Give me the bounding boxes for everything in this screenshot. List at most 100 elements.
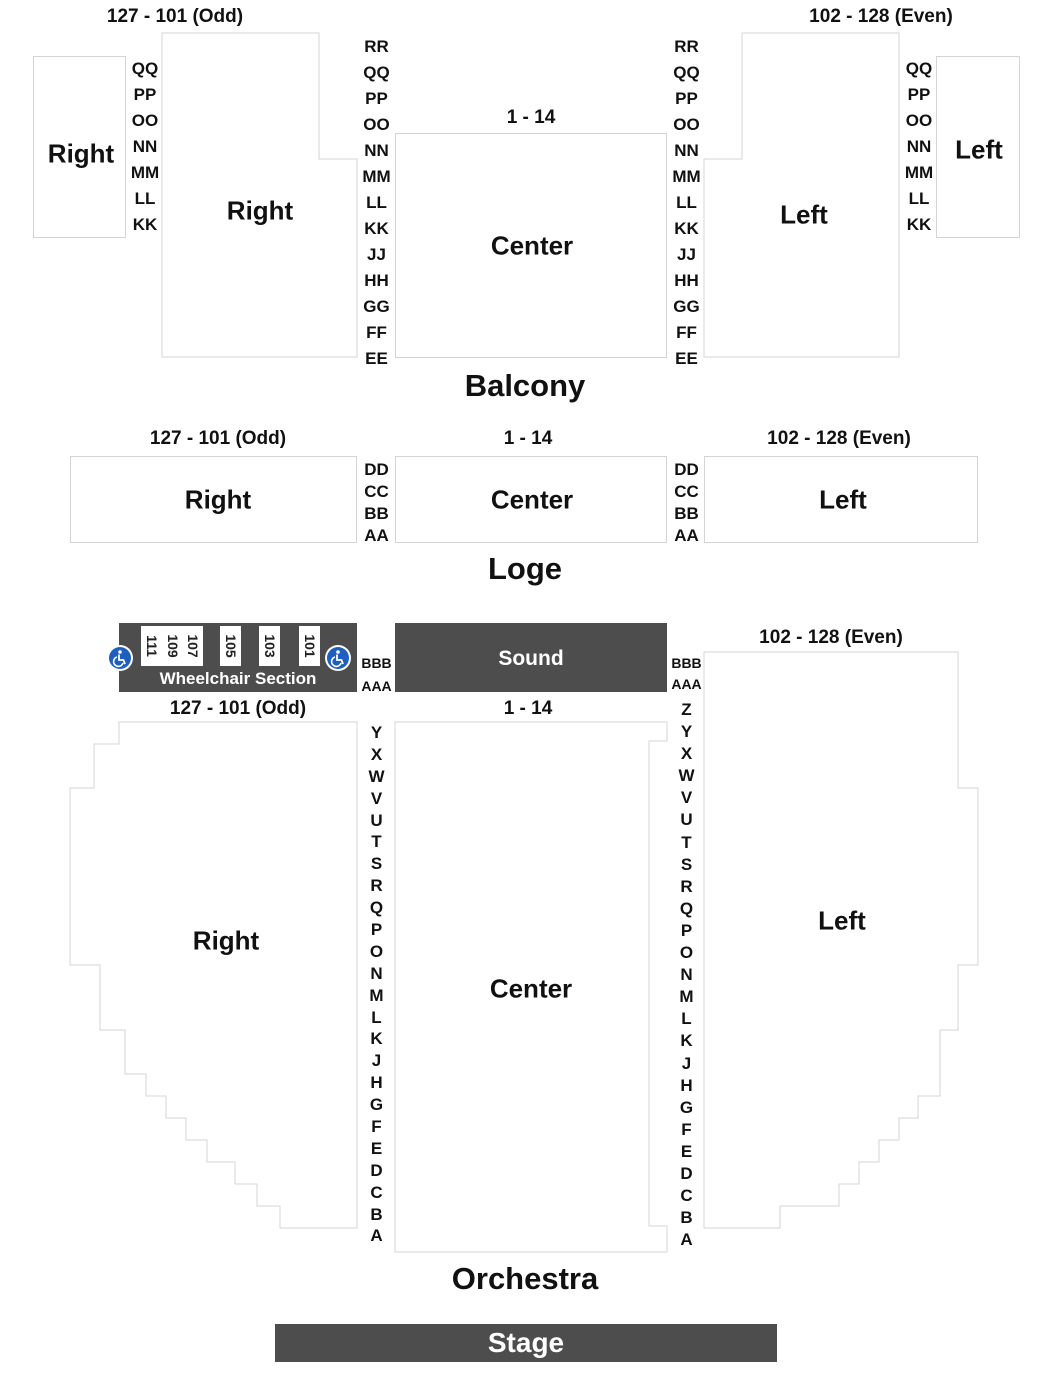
orchestra-right-section-shape[interactable] xyxy=(69,721,358,1229)
row-label: G xyxy=(369,1095,384,1115)
row-label: KK xyxy=(906,215,932,234)
balcony-title: Balcony xyxy=(464,368,586,403)
row-label: EE xyxy=(365,349,388,368)
row-label: O xyxy=(369,941,384,961)
orchestra-left-section-shape[interactable] xyxy=(703,651,979,1229)
wheelchair-seat[interactable]: 105 xyxy=(220,626,241,666)
row-label: N xyxy=(370,963,383,983)
balcony-center-seat-range: 1 - 14 xyxy=(506,107,556,128)
row-label: A xyxy=(680,1230,693,1250)
row-label: L xyxy=(371,1007,382,1027)
row-label: CC xyxy=(364,482,389,501)
row-label: Q xyxy=(679,898,694,918)
balcony-far-left-section[interactable]: Left xyxy=(936,56,1020,238)
row-label: W xyxy=(368,766,385,786)
loge-title: Loge xyxy=(487,551,563,586)
row-label: BB xyxy=(364,504,389,523)
row-label: GG xyxy=(673,297,700,316)
row-label: NN xyxy=(364,141,389,160)
row-label: Z xyxy=(681,700,692,719)
wheelchair-seat[interactable]: 109 xyxy=(162,626,183,666)
section-label: Center xyxy=(490,484,574,515)
wheelchair-seat[interactable]: 111 xyxy=(141,626,162,666)
wheelchair-seat[interactable]: 101 xyxy=(299,626,320,666)
row-label: X xyxy=(680,744,693,764)
balcony-left-label: Left xyxy=(780,199,828,230)
row-label: BBB xyxy=(361,655,392,671)
row-label: BB xyxy=(674,504,699,523)
balcony-odd-seat-range: 127 - 101 (Odd) xyxy=(106,6,244,27)
row-label: KK xyxy=(132,215,158,234)
row-label: NN xyxy=(674,141,699,160)
stage: Stage xyxy=(275,1324,777,1362)
row-label: P xyxy=(680,920,693,940)
row-label: DD xyxy=(674,460,699,479)
row-label: C xyxy=(370,1182,383,1202)
loge-center-section[interactable]: Center xyxy=(395,456,667,543)
row-label: NN xyxy=(906,137,932,156)
row-label: K xyxy=(370,1029,383,1049)
row-label: V xyxy=(370,788,383,808)
wheelchair-seat[interactable]: 107 xyxy=(182,626,203,666)
wheelchair-section-label: Wheelchair Section xyxy=(159,669,317,688)
orchestra-left-label: Left xyxy=(818,905,866,936)
row-label: LL xyxy=(908,189,930,208)
row-label: U xyxy=(370,810,383,830)
balcony-left-section-shape[interactable] xyxy=(703,32,900,358)
section-label: Center xyxy=(490,230,574,261)
sound-label: Sound xyxy=(498,647,564,670)
section-label: Left xyxy=(819,484,867,515)
row-label: J xyxy=(681,1053,692,1073)
row-label: HH xyxy=(674,271,699,290)
row-label: E xyxy=(370,1138,383,1158)
row-label: MM xyxy=(130,163,160,182)
row-label: PP xyxy=(365,89,388,108)
balcony-right-section-shape[interactable] xyxy=(161,32,358,358)
row-label: B xyxy=(680,1208,693,1228)
row-label: L xyxy=(681,1009,692,1029)
row-label: AAA xyxy=(671,676,702,692)
row-label: S xyxy=(370,854,383,874)
row-label: FF xyxy=(366,323,387,342)
row-label: PP xyxy=(907,85,931,104)
balcony-center-section[interactable]: Center xyxy=(395,133,667,358)
loge-left-section[interactable]: Left xyxy=(704,456,978,543)
row-label: KK xyxy=(364,219,389,238)
row-label: H xyxy=(370,1073,383,1093)
balcony-right-label: Right xyxy=(226,195,294,226)
row-label: QQ xyxy=(905,59,933,78)
row-label: JJ xyxy=(677,245,696,264)
row-label: DD xyxy=(364,460,389,479)
balcony-far-right-section[interactable]: Right xyxy=(33,56,126,238)
orchestra-center-section-shape[interactable] xyxy=(394,721,668,1253)
row-label: MM xyxy=(362,167,391,186)
row-label: Y xyxy=(680,722,693,742)
row-label: R xyxy=(680,876,693,896)
row-label: MM xyxy=(672,167,701,186)
orchestra-center-seat-range: 1 - 14 xyxy=(503,698,553,719)
row-label: GG xyxy=(363,297,390,316)
balcony-even-seat-range: 102 - 128 (Even) xyxy=(809,6,953,27)
row-label: B xyxy=(370,1204,383,1224)
row-label: RR xyxy=(674,37,699,56)
row-label: OO xyxy=(673,115,700,134)
row-label: OO xyxy=(131,111,159,130)
wheelchair-seat[interactable]: 103 xyxy=(259,626,280,666)
orchestra-odd-seat-range: 127 - 101 (Odd) xyxy=(169,698,307,719)
loge-right-section[interactable]: Right xyxy=(70,456,357,543)
orchestra-title: Orchestra xyxy=(451,1261,599,1296)
row-label: HH xyxy=(364,271,389,290)
stage-label: Stage xyxy=(487,1327,565,1358)
row-label: JJ xyxy=(367,245,386,264)
row-label: U xyxy=(680,810,693,830)
row-label: A xyxy=(370,1226,383,1246)
